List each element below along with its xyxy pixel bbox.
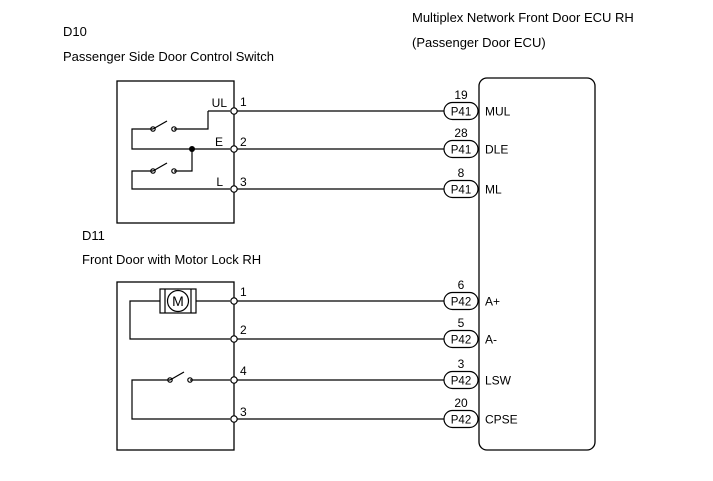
terminal-circle [230, 415, 238, 423]
ecu-pin-number: 19 [454, 88, 468, 102]
wires: P4119MULP4128DLEP418MLP426A+P425A-P423LS… [230, 88, 518, 429]
terminal-circle [230, 376, 238, 384]
switch-unit-name: Passenger Side Door Control Switch [63, 49, 274, 64]
switch-contact [167, 377, 173, 383]
lock-unit-code: D11 [82, 228, 105, 243]
ecu-signal-name: A- [485, 333, 497, 347]
ecu-pin-number: 5 [458, 316, 465, 330]
connector-oval [443, 291, 479, 311]
ecu-signal-name: LSW [485, 374, 512, 388]
lock-unit: 1 2 4 3 M [116, 281, 247, 451]
terminal-circle [230, 335, 238, 343]
motor-icon [166, 289, 190, 313]
lock-pin-number: 3 [240, 405, 247, 419]
ecu-title-line2: (Passenger Door ECU) [412, 35, 546, 50]
connector-oval [443, 370, 479, 390]
connector-label: P42 [451, 415, 471, 427]
switch-unit-code: D10 [63, 24, 87, 39]
connector-oval [443, 139, 479, 159]
lock-pin-number: 1 [240, 285, 247, 299]
terminal-circle [230, 107, 238, 115]
switch-contact [171, 168, 177, 174]
connector-oval [443, 101, 479, 121]
switch-terminal-label-l: L [216, 175, 223, 189]
switch-contact [187, 377, 193, 383]
ecu-box [478, 77, 596, 451]
ecu-pin-number: 6 [458, 278, 465, 292]
connector-label: P41 [451, 107, 471, 119]
switch-blade [169, 371, 185, 381]
ecu-signal-name: CPSE [485, 413, 518, 427]
connector-oval [443, 409, 479, 429]
ecu-signal-name: A+ [485, 295, 500, 309]
connector-label: P41 [451, 185, 471, 197]
ecu-title-line1: Multiplex Network Front Door ECU RH [412, 10, 634, 25]
lock-unit-name: Front Door with Motor Lock RH [82, 252, 261, 267]
motor-internal-wiring [129, 300, 230, 340]
switch-unit: UL E L 1 2 3 [116, 80, 247, 224]
switch-pin-number: 3 [240, 175, 247, 189]
ecu-signal-name: ML [485, 183, 502, 197]
switch-pin-number: 2 [240, 135, 247, 149]
switch-contact [150, 168, 156, 174]
ecu-pin-number: 20 [454, 396, 468, 410]
lock-pin-number: 4 [240, 364, 247, 378]
connector-label: P42 [451, 376, 471, 388]
motor-frame [159, 288, 197, 314]
lock-pin-number: 2 [240, 323, 247, 337]
switch-contact [171, 126, 177, 132]
switch-contact [150, 126, 156, 132]
terminal-circle [230, 145, 238, 153]
terminal-circle [230, 297, 238, 305]
connector-oval [443, 179, 479, 199]
lock-switch-wiring [131, 379, 230, 420]
switch-terminal-label-e: E [215, 135, 223, 149]
connector-oval [443, 329, 479, 349]
ecu-pin-number: 28 [454, 126, 468, 140]
ecu-signal-name: DLE [485, 143, 508, 157]
ecu-signal-name: MUL [485, 105, 511, 119]
switch-terminal-label-ul: UL [212, 96, 228, 110]
connector-label: P42 [451, 335, 471, 347]
lock-unit-box [116, 281, 235, 451]
terminal-circle [230, 185, 238, 193]
switch-internal-wiring [131, 110, 230, 190]
ecu-pin-number: 8 [458, 166, 465, 180]
junction-dot [189, 146, 195, 152]
motor-symbol: M [172, 293, 184, 309]
switch-pin-number: 1 [240, 95, 247, 109]
switch-blade [152, 162, 168, 172]
connector-label: P42 [451, 297, 471, 309]
ecu-pin-number: 3 [458, 357, 465, 371]
switch-blade [152, 120, 168, 130]
connector-label: P41 [451, 145, 471, 157]
